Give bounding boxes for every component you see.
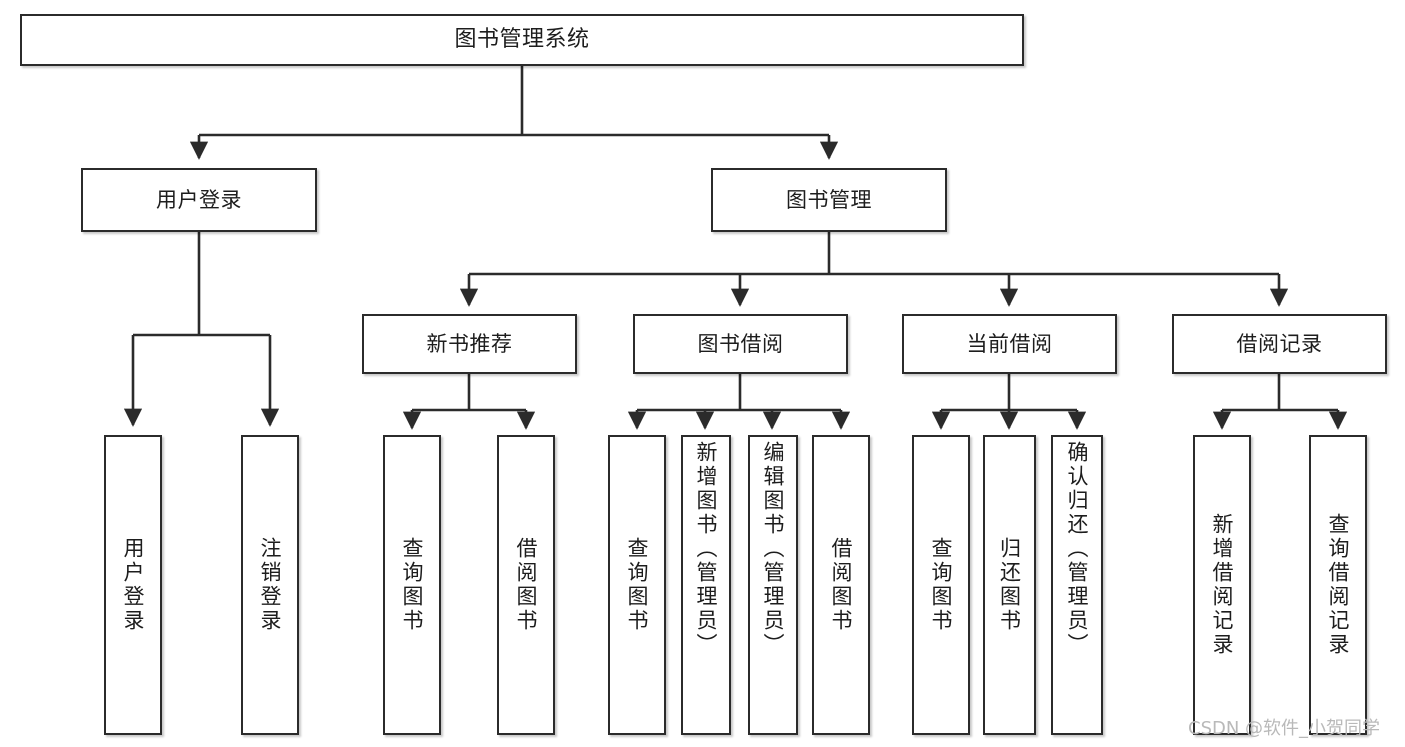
node-label: 查询图书: [625, 537, 650, 633]
node-label: 确认归还（管理员）: [1065, 441, 1090, 657]
node-label: 图书管理: [786, 187, 872, 212]
leaf-borrow-book[interactable]: 借阅图书: [812, 435, 870, 735]
leaf-confirm-return-admin[interactable]: 确认归还（管理员）: [1051, 435, 1103, 735]
node-label: 编辑图书（管理员）: [761, 441, 786, 657]
node-label: 查询图书: [400, 537, 425, 633]
node-book-borrow[interactable]: 图书借阅: [633, 314, 848, 374]
node-label: 用户登录: [156, 187, 242, 212]
node-label: 注销登录: [258, 537, 283, 633]
node-borrow-record[interactable]: 借阅记录: [1172, 314, 1387, 374]
node-label: 图书管理系统: [454, 27, 590, 53]
node-label: 借阅记录: [1236, 331, 1323, 356]
leaf-query-borrow-record[interactable]: 查询借阅记录: [1309, 435, 1367, 735]
node-label: 新增图书（管理员）: [694, 441, 719, 657]
node-label: 借阅图书: [514, 537, 539, 633]
node-root-system[interactable]: 图书管理系统: [20, 14, 1024, 66]
leaf-user-login[interactable]: 用户登录: [104, 435, 162, 735]
node-book-management[interactable]: 图书管理: [711, 168, 947, 232]
leaf-query-book-current[interactable]: 查询图书: [912, 435, 970, 735]
node-label: 图书借阅: [697, 331, 784, 356]
node-label: 当前借阅: [966, 331, 1053, 356]
leaf-add-borrow-record[interactable]: 新增借阅记录: [1193, 435, 1251, 735]
node-label: 用户登录: [121, 537, 146, 633]
node-label: 新书推荐: [426, 331, 513, 356]
leaf-logout-login[interactable]: 注销登录: [241, 435, 299, 735]
leaf-return-book[interactable]: 归还图书: [983, 435, 1036, 735]
leaf-query-book-borrow[interactable]: 查询图书: [608, 435, 666, 735]
leaf-edit-book-admin[interactable]: 编辑图书（管理员）: [748, 435, 798, 735]
node-label: 查询借阅记录: [1326, 513, 1351, 657]
node-label: 查询图书: [929, 537, 954, 633]
node-label: 归还图书: [997, 537, 1022, 633]
node-user-login[interactable]: 用户登录: [81, 168, 317, 232]
node-new-book-recommend[interactable]: 新书推荐: [362, 314, 577, 374]
node-label: 新增借阅记录: [1210, 513, 1235, 657]
watermark-text: CSDN @软件_小贺同学: [1188, 718, 1381, 739]
leaf-add-book-admin[interactable]: 新增图书（管理员）: [681, 435, 731, 735]
leaf-borrow-book-recommend[interactable]: 借阅图书: [497, 435, 555, 735]
node-label: 借阅图书: [829, 537, 854, 633]
leaf-query-book-recommend[interactable]: 查询图书: [383, 435, 441, 735]
node-current-borrow[interactable]: 当前借阅: [902, 314, 1117, 374]
